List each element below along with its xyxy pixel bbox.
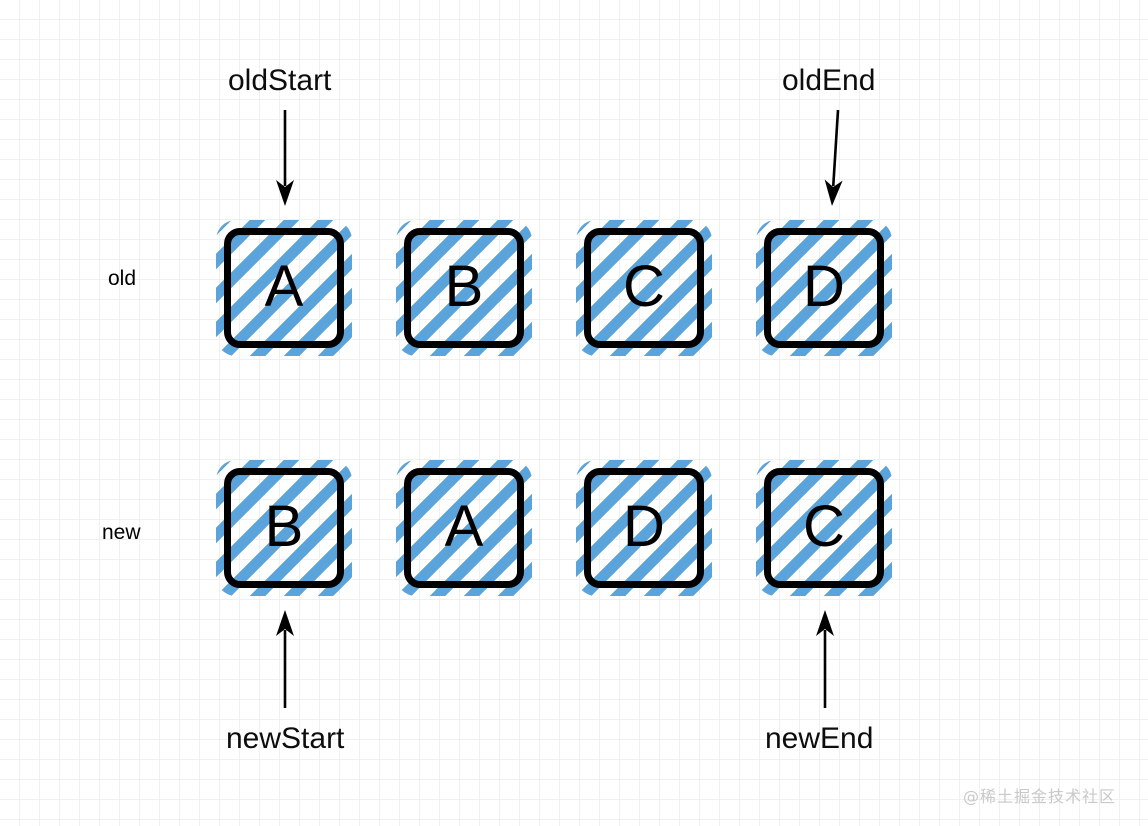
node-label: C bbox=[623, 253, 665, 319]
node-frame bbox=[404, 468, 524, 588]
node-frame bbox=[404, 228, 524, 348]
node-label: A bbox=[264, 253, 304, 319]
node-old-2[interactable]: C bbox=[576, 220, 712, 356]
node-new-1[interactable]: A bbox=[396, 460, 532, 596]
node-label: C bbox=[803, 493, 845, 559]
watermark: @稀土掘金技术社区 bbox=[963, 787, 1117, 806]
node-label: D bbox=[803, 253, 845, 319]
node-new-2[interactable]: D bbox=[576, 460, 712, 596]
row-label-new: new bbox=[102, 521, 141, 544]
node-new-3[interactable]: C bbox=[756, 460, 892, 596]
node-label: B bbox=[444, 253, 484, 319]
pointer-label-new-start: newStart bbox=[226, 722, 345, 755]
node-frame bbox=[764, 468, 884, 588]
node-label: A bbox=[444, 493, 484, 559]
node-old-3[interactable]: D bbox=[756, 220, 892, 356]
pointer-label-old-end: oldEnd bbox=[782, 64, 876, 97]
node-label: D bbox=[623, 493, 665, 559]
node-new-0[interactable]: B bbox=[216, 460, 352, 596]
node-old-1[interactable]: B bbox=[396, 220, 532, 356]
pointer-label-old-start: oldStart bbox=[228, 64, 332, 97]
pointer-label-new-end: newEnd bbox=[765, 722, 874, 755]
row-label-old: old bbox=[108, 267, 137, 290]
node-frame bbox=[224, 228, 344, 348]
node-frame bbox=[224, 468, 344, 588]
node-frame bbox=[584, 468, 704, 588]
node-frame bbox=[584, 228, 704, 348]
node-frame bbox=[764, 228, 884, 348]
node-label: B bbox=[264, 493, 304, 559]
node-old-0[interactable]: A bbox=[216, 220, 352, 356]
